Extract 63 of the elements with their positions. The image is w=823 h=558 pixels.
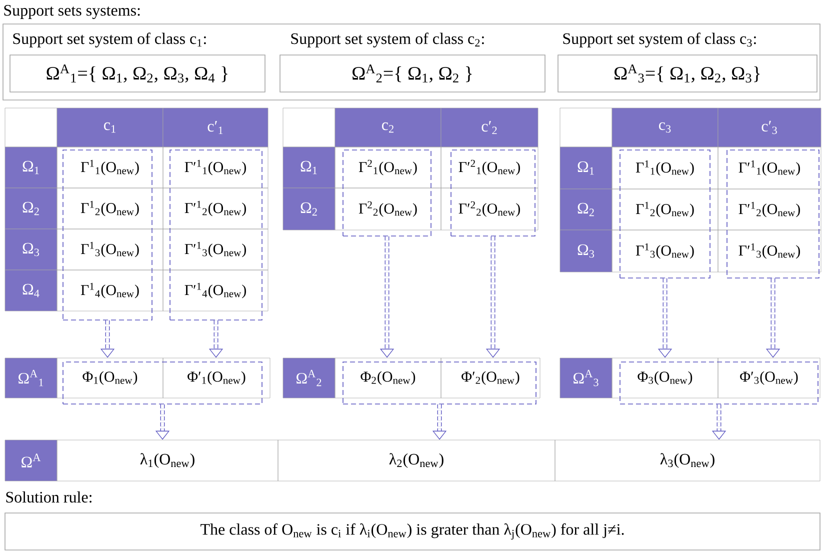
table-cell: λ$_{3}$(O$_{new}$)	[554, 440, 820, 482]
heading: Support set system of class c$_{3}$:	[563, 32, 756, 48]
dashed-box	[620, 362, 818, 404]
heading: Support set system of class c$_{1}$:	[13, 32, 206, 48]
dashed-box	[62, 362, 262, 404]
table-cell: Γ$^{1}$$_{4}$(O$_{new}$)	[56, 270, 164, 312]
formula-box: Ω$^{A}$$_{1}$={ Ω$_{1}$, Ω$_{2}$, Ω$_{3}$, Ω$_{4}$ }	[10, 54, 266, 92]
row-header-cell: Ω$^{A}$2	[282, 358, 336, 398]
dashed-box	[726, 150, 820, 278]
table-cell: Γ$^{1}$$_{1}$(O$_{new}$)	[612, 146, 718, 190]
table-cell: Γ$^{1}$$_{3}$(O$_{new}$)	[56, 228, 164, 270]
table-cell: Γ$^{1}$$_{2}$(O$_{new}$)	[612, 188, 718, 230]
formula-box: Ω$^{A}$$_{2}$={ Ω$_{1}$, Ω$_{2}$ }	[280, 54, 546, 92]
dashed-box	[62, 150, 152, 320]
table-cell: Γ′$^{1}$$_{3}$(O$_{new}$)	[162, 228, 268, 270]
table-cell: Γ′$^{1}$$_{4}$(O$_{new}$)	[162, 270, 268, 312]
header-cell: c′$_{2}$	[440, 108, 538, 148]
table-cell: Γ′$^{1}$$_{2}$(O$_{new}$)	[162, 188, 268, 230]
row-header-cell: Ω$^{A}$1	[4, 358, 58, 398]
row-header-cell: Ω$_{2}$	[4, 188, 58, 230]
header-cell: c′$_{3}$	[718, 108, 822, 148]
table-cell: Γ′$^{1}$$_{2}$(O$_{new}$)	[718, 188, 822, 230]
table-cell: Γ′$^{1}$$_{3}$(O$_{new}$)	[718, 230, 822, 272]
table-cell: Γ′$^{2}$$_{1}$(O$_{new}$)	[440, 146, 538, 188]
dashed-box	[342, 150, 432, 236]
row-header-cell: Ω$_{4}$	[4, 270, 58, 312]
dashed-box	[342, 362, 536, 404]
row-header-cell: Ω$_{2}$	[282, 188, 336, 230]
table-cell: Γ$^{1}$$_{1}$(O$_{new}$)	[56, 146, 164, 188]
table-cell: Γ′$^{2}$$_{2}$(O$_{new}$)	[440, 188, 538, 230]
row-header-cell: Ω$_{1}$	[282, 146, 336, 188]
row-header-cell: Ω$_{2}$	[560, 188, 612, 230]
table-cell: Γ$^{2}$$_{1}$(O$_{new}$)	[334, 146, 442, 188]
formula-box: Ω$^{A}$$_{3}$={ Ω$_{1}$, Ω$_{2}$, Ω$_{3}$}	[558, 54, 818, 92]
dashed-box	[170, 150, 262, 320]
table-cell: Φ′$_{2}$(O$_{new}$)	[440, 358, 540, 398]
table-cell: Γ′$^{1}$$_{1}$(O$_{new}$)	[162, 146, 268, 188]
dashed-box	[450, 150, 536, 236]
header-cell: c′$_{1}$	[162, 108, 268, 148]
row-header-cell: Ω$^{A}$3	[560, 358, 612, 398]
table-cell: Φ′$_{1}$(O$_{new}$)	[162, 358, 270, 398]
row-header-cell: Ω$_{3}$	[4, 228, 58, 270]
table-cell: Γ$^{1}$$_{3}$(O$_{new}$)	[612, 230, 718, 272]
table-cell: Φ$_{2}$(O$_{new}$)	[334, 358, 442, 398]
table-cell: Φ$_{1}$(O$_{new}$)	[56, 358, 164, 398]
table-cell: Γ$^{2}$$_{2}$(O$_{new}$)	[334, 188, 442, 230]
header-cell: c$_{2}$	[334, 108, 442, 148]
table-cell: Γ′$^{1}$$_{1}$(O$_{new}$)	[718, 146, 822, 190]
heading: Support sets systems:	[4, 5, 140, 20]
header-cell: c$_{3}$	[612, 108, 718, 148]
row-header-cell: Ω$_{1}$	[560, 146, 612, 190]
dashed-box	[620, 150, 710, 278]
table-cell: Γ$^{1}$$_{2}$(O$_{new}$)	[56, 188, 164, 230]
table-cell: λ$_{2}$(O$_{new}$)	[278, 440, 556, 482]
header-cell: c$_{1}$	[56, 108, 164, 148]
table-cell: λ$_{1}$(O$_{new}$)	[56, 440, 278, 482]
row-header-cell: Ω$_{3}$	[560, 230, 612, 272]
heading: Solution rule:	[6, 491, 92, 503]
row-header-cell: Ω$^{A}$	[4, 440, 58, 482]
table-cell: Φ′$_{3}$(O$_{new}$)	[718, 358, 820, 398]
heading: Support set system of class c$_{2}$:	[291, 32, 484, 48]
table-cell: Φ$_{3}$(O$_{new}$)	[612, 358, 718, 398]
row-header-cell: Ω$_{1}$	[4, 146, 58, 188]
